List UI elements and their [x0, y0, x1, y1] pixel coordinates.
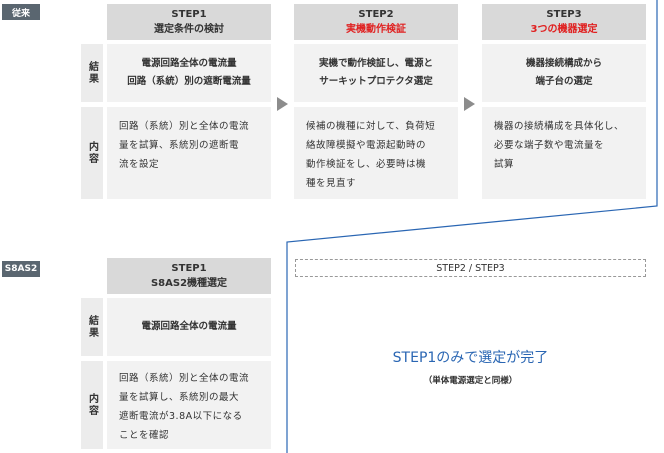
- step-title: 3つの機器選定: [530, 24, 598, 35]
- step-name: STEP1: [171, 9, 207, 20]
- legacy-tag: 従来: [2, 4, 40, 20]
- arrow-right-icon: [277, 97, 288, 111]
- step-title: S8AS2機種選定: [150, 278, 228, 289]
- step-title: 実機動作検証: [346, 24, 406, 35]
- legacy-result-label: 結果: [81, 44, 103, 102]
- legacy-content-label: 内容: [81, 107, 103, 199]
- step-name: STEP3: [546, 9, 582, 20]
- skipped-steps-box: STEP2 / STEP3: [295, 259, 646, 277]
- legacy-step1-content: 回路（系統）別と全体の電流 量を試算、系統別の遮断電 流を設定: [107, 107, 271, 199]
- legacy-step3-result: 機器接続構成から 端子台の選定: [482, 44, 646, 102]
- s8as2-step1-content: 回路（系統）別と全体の電流 量を試算し、系統別の最大 遮断電流が3.8A以下にな…: [107, 361, 271, 449]
- s8as2-step1-header: STEP1 S8AS2機種選定: [107, 258, 271, 294]
- legacy-step1-header: STEP1 選定条件の検討: [107, 4, 271, 40]
- s8as2-step1-result: 電源回路全体の電流量: [107, 298, 271, 356]
- legacy-step2-content: 候補の機種に対して、負荷短 絡故障模擬や電源起動時の 動作検証をし、必要時は機 …: [294, 107, 458, 199]
- arrow-right-icon: [464, 97, 475, 111]
- s8as2-content-label: 内容: [81, 361, 103, 449]
- legacy-step3-header: STEP3 3つの機器選定: [482, 4, 646, 40]
- completion-message: STEP1のみで選定が完了: [392, 350, 549, 366]
- legacy-step2-header: STEP2 実機動作検証: [294, 4, 458, 40]
- completion-submessage: （単体電源選定と同様）: [423, 376, 518, 386]
- step-name: STEP1: [171, 263, 207, 274]
- step-name: STEP2: [358, 9, 394, 20]
- s8as2-result-label: 結果: [81, 298, 103, 356]
- legacy-step1-result: 電源回路全体の電流量 回路（系統）別の遮断電流量: [107, 44, 271, 102]
- legacy-step2-result: 実機で動作検証し、電源と サーキットプロテクタ選定: [294, 44, 458, 102]
- s8as2-tag: S8AS2: [2, 261, 40, 277]
- step-title: 選定条件の検討: [154, 24, 224, 35]
- legacy-step3-content: 機器の接続構成を具体化し、 必要な端子数や電流量を 試算: [482, 107, 646, 199]
